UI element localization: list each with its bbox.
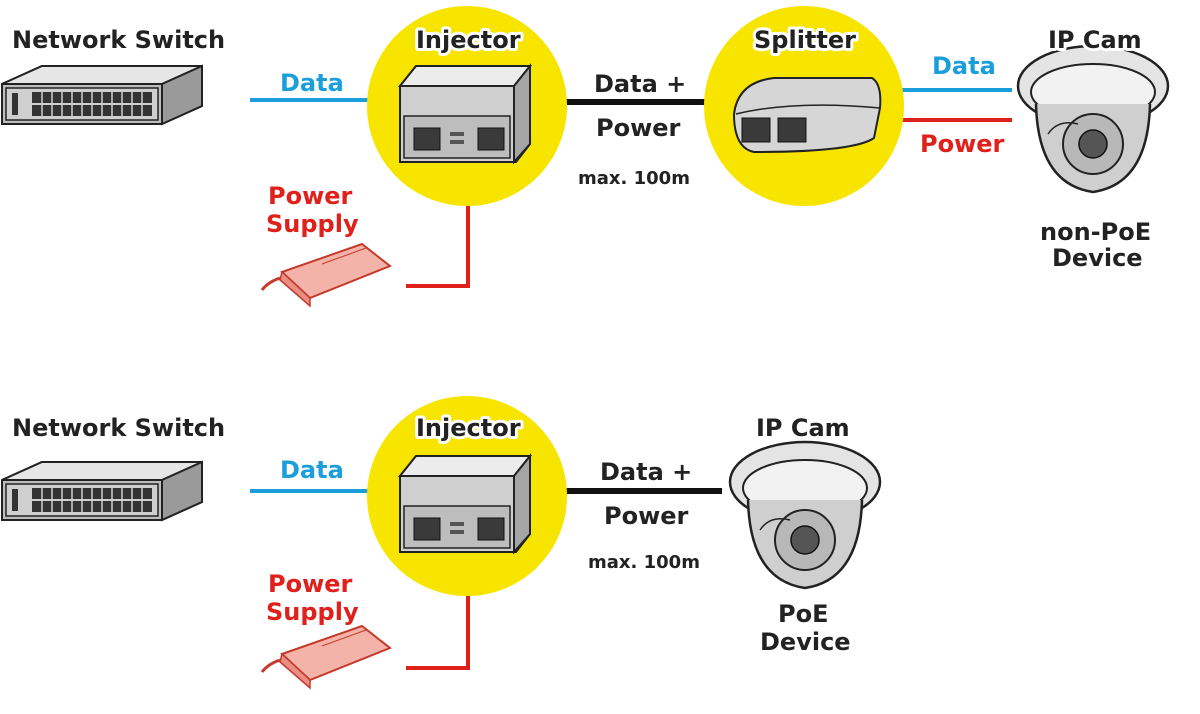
- top-power-supply-cable: [406, 195, 470, 288]
- bottom-data-label: Data: [280, 456, 344, 484]
- top-distance-label: max. 100m: [578, 168, 690, 189]
- bottom-supply-label-1: Power: [268, 570, 353, 598]
- top-cam-data-label: Data: [932, 52, 996, 80]
- network-switch-icon: [1, 65, 203, 125]
- bottom-switch-label: Network Switch: [12, 414, 225, 442]
- top-combined-label-2: Power: [596, 114, 681, 142]
- bottom-device-label-2: Device: [760, 628, 851, 656]
- poe-injector-icon: [399, 65, 531, 163]
- top-device-label-1: non-PoE: [1040, 218, 1151, 246]
- power-adapter-icon: [260, 242, 392, 308]
- bottom-diagram: Network Switch Data Injector Data + Powe…: [1, 396, 882, 690]
- top-cam-label: IP Cam: [1048, 26, 1142, 54]
- network-switch-icon: [1, 461, 203, 521]
- top-supply-label-1: Power: [268, 182, 353, 210]
- top-device-label-2: Device: [1052, 244, 1143, 272]
- top-combined-label-1: Data +: [594, 70, 686, 98]
- bottom-injector-label: Injector: [416, 414, 521, 442]
- top-splitter-label: Splitter: [754, 26, 856, 54]
- power-adapter-icon: [260, 624, 392, 690]
- bottom-distance-label: max. 100m: [588, 552, 700, 573]
- poe-splitter-icon: [733, 77, 882, 153]
- dome-camera-icon: [728, 440, 882, 590]
- bottom-combined-label-2: Power: [604, 502, 689, 530]
- bottom-supply-label-2: Supply: [266, 598, 359, 626]
- bottom-combined-label-1: Data +: [600, 458, 692, 486]
- top-cam-power-label: Power: [920, 130, 1005, 158]
- bottom-cam-label: IP Cam: [756, 414, 850, 442]
- top-data-label: Data: [280, 69, 344, 97]
- bottom-power-supply-cable: [406, 588, 470, 670]
- dome-camera-icon: [1016, 44, 1170, 194]
- poe-injector-icon: [399, 455, 531, 553]
- top-injector-label: Injector: [416, 26, 521, 54]
- bottom-device-label-1: PoE: [778, 600, 828, 628]
- top-supply-label-2: Supply: [266, 210, 359, 238]
- top-switch-label: Network Switch: [12, 26, 225, 54]
- top-diagram: Network Switch Data Injector Data + Powe…: [1, 6, 1170, 308]
